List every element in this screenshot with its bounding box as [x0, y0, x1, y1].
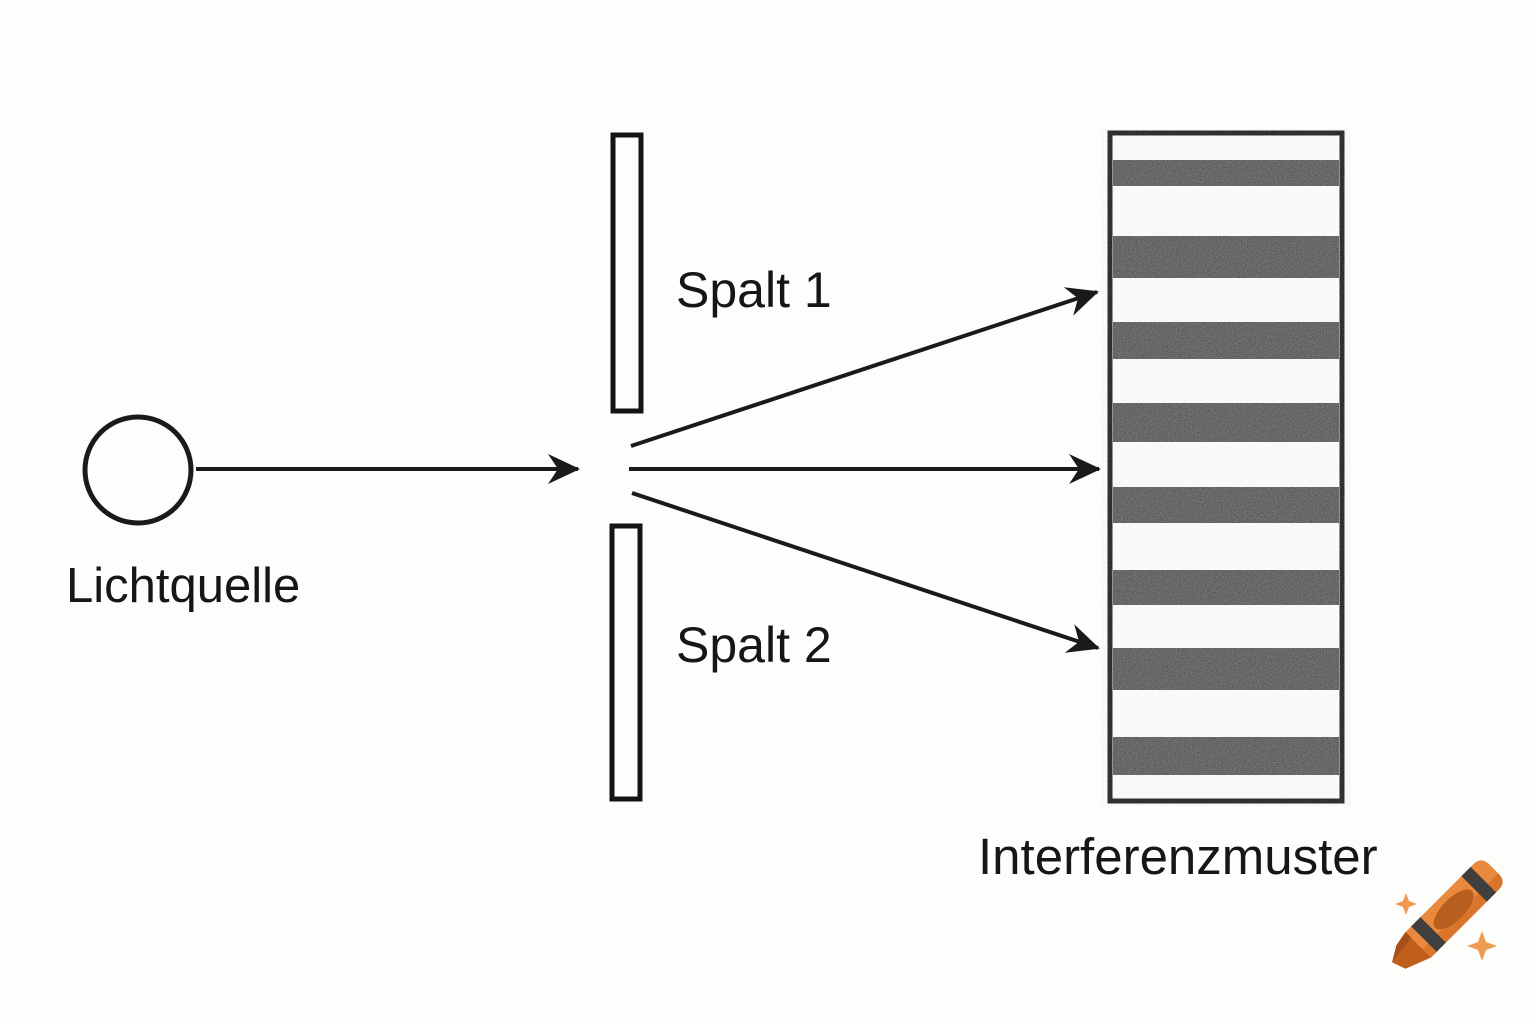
label-interference-pattern: Interferenzmuster: [978, 828, 1378, 885]
interference-fringe: [1113, 570, 1339, 605]
interference-fringe: [1113, 737, 1339, 775]
label-slit-1: Spalt 1: [676, 262, 832, 318]
crayon-icon: [1392, 860, 1503, 969]
label-slit-2: Spalt 2: [676, 617, 832, 673]
label-light-source: Lichtquelle: [66, 559, 301, 613]
interference-fringe: [1113, 487, 1339, 523]
interference-stripes: [1113, 160, 1339, 775]
light-source-circle: [82, 414, 194, 526]
ray-to-bottom-fringe: [631, 491, 1100, 653]
sparkle-small-icon: [1395, 893, 1417, 915]
screen-frame: [1107, 130, 1345, 804]
interference-screen: [1107, 130, 1345, 804]
ray-to-top-fringe: [630, 287, 1099, 448]
interference-fringe: [1113, 403, 1339, 442]
interference-fringe: [1113, 160, 1339, 186]
interference-fringe: [1113, 648, 1339, 690]
barrier-plate-bottom: [609, 523, 643, 802]
barrier-plate-top: [610, 132, 644, 414]
interference-fringe: [1113, 236, 1339, 278]
interference-fringe: [1113, 322, 1339, 359]
sparkle-large-icon: [1467, 931, 1497, 961]
